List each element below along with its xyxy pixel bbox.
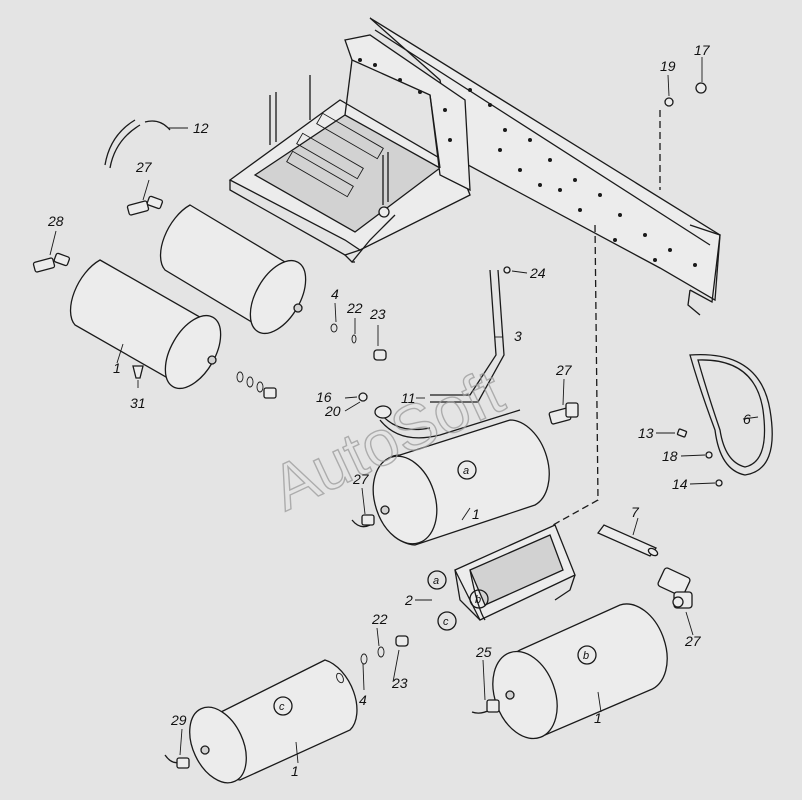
elbow-fitting-25 bbox=[471, 699, 500, 714]
zone-label-a-cradle: a bbox=[433, 575, 439, 587]
callout-2: 2 bbox=[404, 592, 413, 608]
zone-markers bbox=[273, 460, 597, 716]
callout-4-lower: 4 bbox=[359, 692, 367, 708]
bolt-16-20 bbox=[358, 392, 368, 402]
callout-18: 18 bbox=[662, 448, 678, 464]
leader-lines bbox=[49, 57, 759, 764]
elbow-fitting-27-right bbox=[548, 402, 579, 425]
seal-rings-upper bbox=[236, 371, 277, 399]
callout-29: 29 bbox=[170, 712, 187, 728]
callout-6: 6 bbox=[743, 411, 751, 427]
zone-label-c-tank: c bbox=[279, 701, 285, 713]
mount-strap-3 bbox=[374, 269, 521, 439]
elbow-fitting-29 bbox=[164, 754, 190, 769]
callout-13: 13 bbox=[638, 425, 654, 441]
callout-14: 14 bbox=[672, 476, 688, 492]
assembly-guide-line bbox=[552, 224, 599, 526]
callout-27-upper: 27 bbox=[135, 159, 153, 175]
callout-4-upper: 4 bbox=[331, 286, 339, 302]
callout-22-upper: 22 bbox=[346, 300, 363, 316]
callout-1-a: 1 bbox=[472, 506, 480, 522]
frame-rail bbox=[369, 17, 721, 316]
zone-label-b-cradle: b bbox=[475, 594, 481, 606]
callout-19: 19 bbox=[660, 58, 676, 74]
air-tank-upper-front bbox=[69, 259, 222, 389]
zone-label-b-tank: b bbox=[583, 650, 589, 662]
callout-27-a: 27 bbox=[352, 471, 370, 487]
callout-labels: 12 27 28 4 22 23 1 31 3 24 27 16 20 11 2… bbox=[47, 42, 751, 779]
callout-1-c: 1 bbox=[291, 763, 299, 779]
callout-16: 16 bbox=[316, 389, 332, 405]
callout-23-lower: 23 bbox=[391, 675, 408, 691]
callout-20: 20 bbox=[324, 403, 341, 419]
cradle-bracket-2 bbox=[454, 524, 576, 621]
drain-plug-31 bbox=[132, 365, 144, 379]
callout-24: 24 bbox=[529, 265, 546, 281]
tray-bracket bbox=[228, 34, 471, 263]
valve-27-lower bbox=[657, 567, 693, 609]
callout-1-b: 1 bbox=[594, 710, 602, 726]
zone-label-a-tank: a bbox=[463, 465, 469, 477]
callout-12: 12 bbox=[193, 120, 209, 136]
zone-labels: a c b a b c bbox=[279, 465, 589, 713]
elbow-fitting-28 bbox=[32, 252, 71, 273]
air-tank-c bbox=[189, 659, 358, 784]
callout-27-right: 27 bbox=[555, 362, 573, 378]
callout-11: 11 bbox=[401, 390, 416, 406]
callout-31: 31 bbox=[130, 395, 146, 411]
callout-1-upper: 1 bbox=[113, 360, 121, 376]
seal-ring-4-22-23 bbox=[330, 323, 387, 361]
callout-23-upper: 23 bbox=[369, 306, 386, 322]
band-6 bbox=[689, 353, 773, 476]
bolt-13 bbox=[676, 428, 688, 438]
tube-7 bbox=[596, 524, 659, 557]
seal-ring-lower bbox=[360, 635, 409, 665]
air-tank-upper-back bbox=[159, 204, 307, 334]
washer-19 bbox=[664, 97, 674, 107]
zone-label-c-cradle: c bbox=[443, 616, 449, 628]
callout-28: 28 bbox=[47, 213, 64, 229]
callout-17: 17 bbox=[694, 42, 711, 58]
callout-7: 7 bbox=[631, 504, 640, 520]
callout-25: 25 bbox=[475, 644, 492, 660]
nut-24 bbox=[503, 266, 511, 274]
air-tank-b bbox=[492, 603, 668, 740]
callout-3: 3 bbox=[514, 328, 522, 344]
nut-17 bbox=[695, 82, 707, 94]
air-tank-a bbox=[372, 419, 550, 546]
callout-27-lower: 27 bbox=[684, 633, 702, 649]
callout-22-lower: 22 bbox=[371, 611, 388, 627]
elbow-fitting-27-a bbox=[351, 514, 375, 528]
washer-18 bbox=[705, 451, 713, 459]
nut-14 bbox=[715, 479, 723, 487]
elbow-fitting-27-upper bbox=[126, 195, 164, 216]
